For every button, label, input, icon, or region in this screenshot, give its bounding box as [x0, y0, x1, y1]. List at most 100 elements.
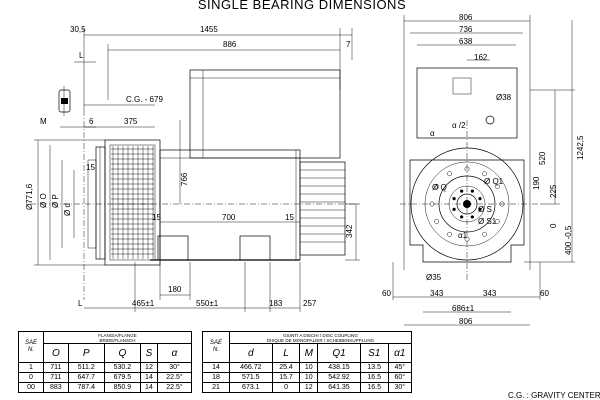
table-cell: 10: [299, 372, 319, 383]
table-cell: 45°: [387, 362, 413, 373]
table-cell: 647.7: [67, 372, 105, 383]
table-cell: 10: [299, 362, 319, 373]
coupling-col-alpha1: α1: [387, 343, 413, 363]
dim-1242-5: 1242,5: [576, 135, 585, 160]
dim-766: 766: [180, 172, 189, 186]
table-cell: 787.4: [67, 382, 105, 393]
dim-phi-d: Ø d: [63, 203, 72, 216]
dim-m: M: [40, 117, 47, 126]
dim-806-bottom: 806: [459, 317, 473, 326]
adapter-grille: [109, 144, 156, 261]
dim-638: 638: [459, 37, 473, 46]
dim-l-top: L: [79, 51, 84, 60]
dim-806-top: 806: [459, 13, 473, 22]
table-cell: 542.92: [317, 372, 361, 383]
dim-736: 736: [459, 25, 473, 34]
table-cell: 14: [139, 382, 159, 393]
table-cell: 13.5: [359, 362, 389, 373]
dim-phi-o: Ø O: [39, 193, 48, 208]
table-row: 18 571.5 15.7 10 542.92 16.5 60°: [202, 372, 413, 383]
table-cell: 14: [202, 362, 230, 373]
table-cell: 883: [43, 382, 69, 393]
dim-343-left: 343: [430, 289, 444, 298]
table-cell: 466.72: [229, 362, 273, 373]
dim-alpha-2: α /2: [452, 121, 466, 130]
table-cell: 0: [271, 382, 301, 393]
table-cell: 18: [202, 372, 230, 383]
dim-6: 6: [89, 117, 94, 126]
dim-162: 162: [474, 53, 488, 62]
table-cell: 641.35: [317, 382, 361, 393]
table-cell: 30°: [157, 362, 192, 373]
dim-phi-q: Ø Q: [432, 183, 447, 192]
table-cell: 15.7: [271, 372, 301, 383]
dim-257: 257: [303, 299, 317, 308]
flange-sae-n: N.: [28, 347, 34, 353]
front-view: 806 736 638 162 Ø38 α α /2 Ø Q Ø Q1 Ø S …: [382, 13, 585, 326]
dim-alpha: α: [430, 129, 435, 138]
dim-phi-s1: Ø S1: [478, 217, 497, 226]
flange-sae-header: SAE N.: [18, 331, 44, 363]
table-cell: 571.5: [229, 372, 273, 383]
table-cell: 0: [18, 372, 44, 383]
dim-15b: 15: [152, 213, 161, 222]
table-row: 21 673.1 0 12 641.35 16.5 30°: [202, 382, 413, 393]
dim-375: 375: [124, 117, 138, 126]
coupling-header-it: GIUNTI A DISCHI / DISC COUPLING: [283, 332, 358, 338]
dim-190: 190: [532, 176, 541, 190]
table-row: 00 883 787.4 850.9 14 22.5°: [18, 382, 192, 393]
table-cell: 1: [18, 362, 44, 373]
coupling-header: GIUNTI A DISCHI / DISC COUPLING DISQUE D…: [229, 331, 412, 344]
dim-0: 0: [549, 223, 558, 228]
coupling-sae-label: SAE: [209, 340, 222, 346]
dim-342: 342: [345, 224, 354, 238]
table-row: 1 711 511.2 530.2 12 30°: [18, 362, 192, 373]
table-cell: 25.4: [271, 362, 301, 373]
flange-table: SAE N. FLANGIA/FLANGE BRIDE/FLANSCH O P …: [18, 331, 192, 393]
coupling-col-l: L: [271, 343, 301, 363]
dim-alpha1: α1: [458, 231, 468, 240]
dim-465: 465±1: [132, 299, 155, 308]
flange-col-o: O: [43, 343, 69, 363]
flange-col-q: Q: [103, 343, 141, 363]
flange-header: FLANGIA/FLANGE BRIDE/FLANSCH: [43, 331, 192, 344]
table-cell: 60°: [387, 372, 413, 383]
cg-label: C.G. - 679: [126, 95, 163, 104]
dim-1455: 1455: [200, 25, 218, 34]
flange-header-de: BRIDE/FLANSCH: [99, 337, 136, 343]
dim-183: 183: [269, 299, 283, 308]
drawing-title: SINGLE BEARING DIMENSIONS: [198, 0, 406, 12]
dim-225: 225: [549, 184, 558, 198]
dim-15c: 15: [285, 213, 294, 222]
flange-col-p: P: [67, 343, 105, 363]
dim-15a: 15: [86, 163, 95, 172]
coupling-sae-header: SAE N.: [202, 331, 230, 363]
rear-louvers: [300, 169, 345, 243]
coupling-col-m: M: [299, 343, 319, 363]
table-cell: 850.9: [103, 382, 141, 393]
dim-phi-s: Ø S: [478, 205, 492, 214]
table-cell: 673.1: [229, 382, 273, 393]
table-cell: 711: [43, 372, 69, 383]
table-cell: 16.5: [359, 382, 389, 393]
dim-30-5: 30,5: [70, 25, 86, 34]
dim-550: 550±1: [196, 299, 219, 308]
dim-phi-p: Ø P: [51, 194, 60, 208]
table-cell: 438.15: [317, 362, 361, 373]
table-row: 14 466.72 25.4 10 438.15 13.5 45°: [202, 362, 413, 373]
table-cell: 21: [202, 382, 230, 393]
dim-180: 180: [168, 285, 182, 294]
dim-phi-771-6: Ø771,6: [25, 183, 34, 210]
dim-phi-38: Ø38: [496, 93, 512, 102]
cg-note: C.G. : GRAVITY CENTER: [508, 391, 600, 400]
coupling-col-s1: S1: [359, 343, 389, 363]
flange-header-en: FLANGIA/FLANGE: [98, 332, 137, 338]
coupling-table: SAE N. GIUNTI A DISCHI / DISC COUPLING D…: [202, 331, 413, 393]
flange-col-s: S: [139, 343, 159, 363]
coupling-sae-n: N.: [213, 347, 219, 353]
table-cell: 12: [139, 362, 159, 373]
table-cell: 00: [18, 382, 44, 393]
table-row: 0 711 647.7 679.5 14 22.5°: [18, 372, 192, 383]
table-cell: 530.2: [103, 362, 141, 373]
